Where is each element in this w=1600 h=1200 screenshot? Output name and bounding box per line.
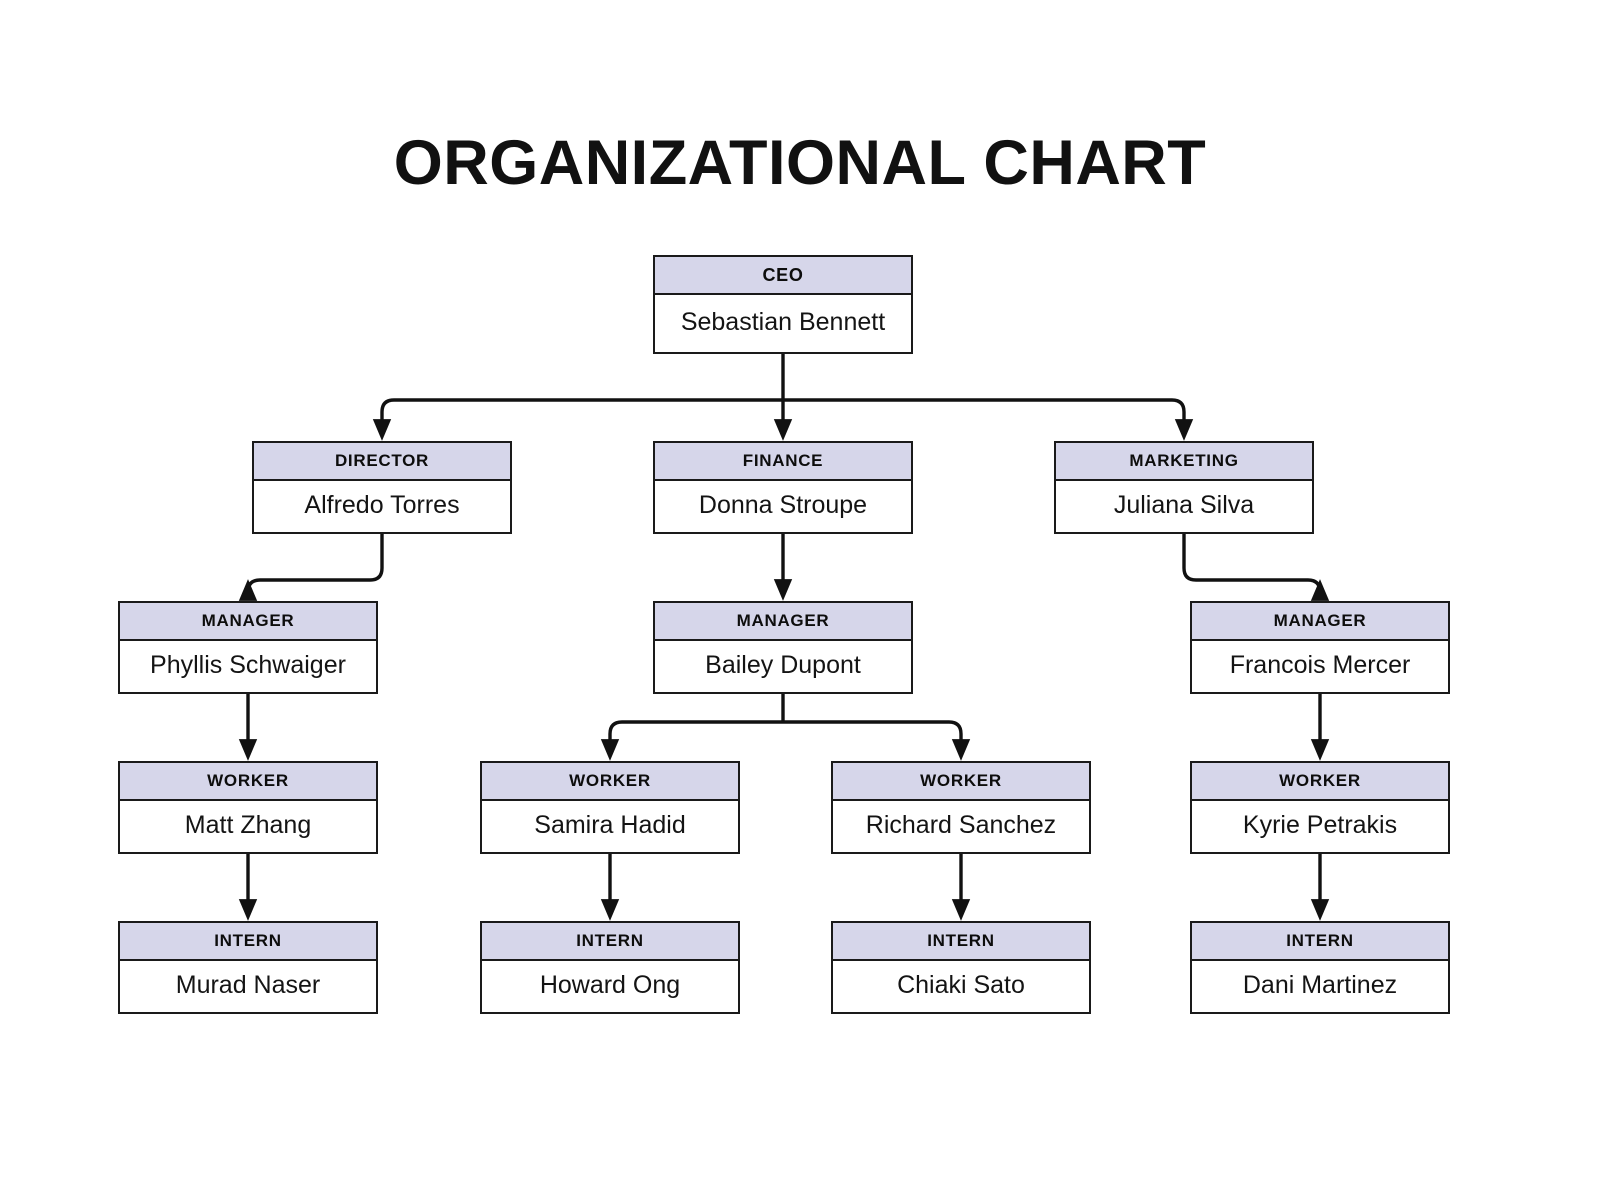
node-manager-2-name: Bailey Dupont	[655, 641, 911, 692]
node-worker-4-role: WORKER	[1192, 763, 1448, 801]
node-intern-4-name: Dani Martinez	[1192, 961, 1448, 1012]
node-worker-2-role: WORKER	[482, 763, 738, 801]
node-intern-1-name: Murad Naser	[120, 961, 376, 1012]
node-marketing[interactable]: MARKETING Juliana Silva	[1054, 441, 1314, 534]
node-finance[interactable]: FINANCE Donna Stroupe	[653, 441, 913, 534]
node-intern-2-role: INTERN	[482, 923, 738, 961]
node-intern-1-role: INTERN	[120, 923, 376, 961]
connector-manager-2-to-worker-3	[783, 720, 971, 761]
node-ceo-role: CEO	[655, 257, 911, 295]
node-intern-3-role: INTERN	[833, 923, 1089, 961]
node-intern-2[interactable]: INTERN Howard Ong	[480, 921, 740, 1014]
node-manager-3-role: MANAGER	[1192, 603, 1448, 641]
node-intern-2-name: Howard Ong	[482, 961, 738, 1012]
node-manager-1[interactable]: MANAGER Phyllis Schwaiger	[118, 601, 378, 694]
node-manager-2[interactable]: MANAGER Bailey Dupont	[653, 601, 913, 694]
node-worker-1-name: Matt Zhang	[120, 801, 376, 852]
node-worker-2[interactable]: WORKER Samira Hadid	[480, 761, 740, 854]
connector-manager-2-to-worker-2	[600, 720, 783, 761]
node-worker-1[interactable]: WORKER Matt Zhang	[118, 761, 378, 854]
node-worker-3[interactable]: WORKER Richard Sanchez	[831, 761, 1091, 854]
node-intern-4[interactable]: INTERN Dani Martinez	[1190, 921, 1450, 1014]
node-intern-4-role: INTERN	[1192, 923, 1448, 961]
node-director-name: Alfredo Torres	[254, 481, 510, 532]
node-director[interactable]: DIRECTOR Alfredo Torres	[252, 441, 512, 534]
node-intern-1[interactable]: INTERN Murad Naser	[118, 921, 378, 1014]
connector-ceo-to-director	[372, 398, 783, 441]
node-intern-3-name: Chiaki Sato	[833, 961, 1089, 1012]
node-ceo[interactable]: CEO Sebastian Bennett	[653, 255, 913, 354]
node-worker-4-name: Kyrie Petrakis	[1192, 801, 1448, 852]
node-intern-3[interactable]: INTERN Chiaki Sato	[831, 921, 1091, 1014]
node-manager-1-name: Phyllis Schwaiger	[120, 641, 376, 692]
node-marketing-role: MARKETING	[1056, 443, 1312, 481]
node-director-role: DIRECTOR	[254, 443, 510, 481]
node-worker-1-role: WORKER	[120, 763, 376, 801]
connector-marketing-to-manager-3	[1182, 534, 1330, 601]
connector-ceo-to-marketing	[783, 398, 1194, 441]
node-worker-3-name: Richard Sanchez	[833, 801, 1089, 852]
node-worker-4[interactable]: WORKER Kyrie Petrakis	[1190, 761, 1450, 854]
connector-director-to-manager-1	[238, 534, 384, 601]
node-manager-3-name: Francois Mercer	[1192, 641, 1448, 692]
node-marketing-name: Juliana Silva	[1056, 481, 1312, 532]
node-finance-role: FINANCE	[655, 443, 911, 481]
node-worker-3-role: WORKER	[833, 763, 1089, 801]
node-manager-3[interactable]: MANAGER Francois Mercer	[1190, 601, 1450, 694]
node-worker-2-name: Samira Hadid	[482, 801, 738, 852]
node-finance-name: Donna Stroupe	[655, 481, 911, 532]
node-manager-1-role: MANAGER	[120, 603, 376, 641]
node-ceo-name: Sebastian Bennett	[655, 295, 911, 352]
node-manager-2-role: MANAGER	[655, 603, 911, 641]
page-title: ORGANIZATIONAL CHART	[393, 128, 1207, 198]
